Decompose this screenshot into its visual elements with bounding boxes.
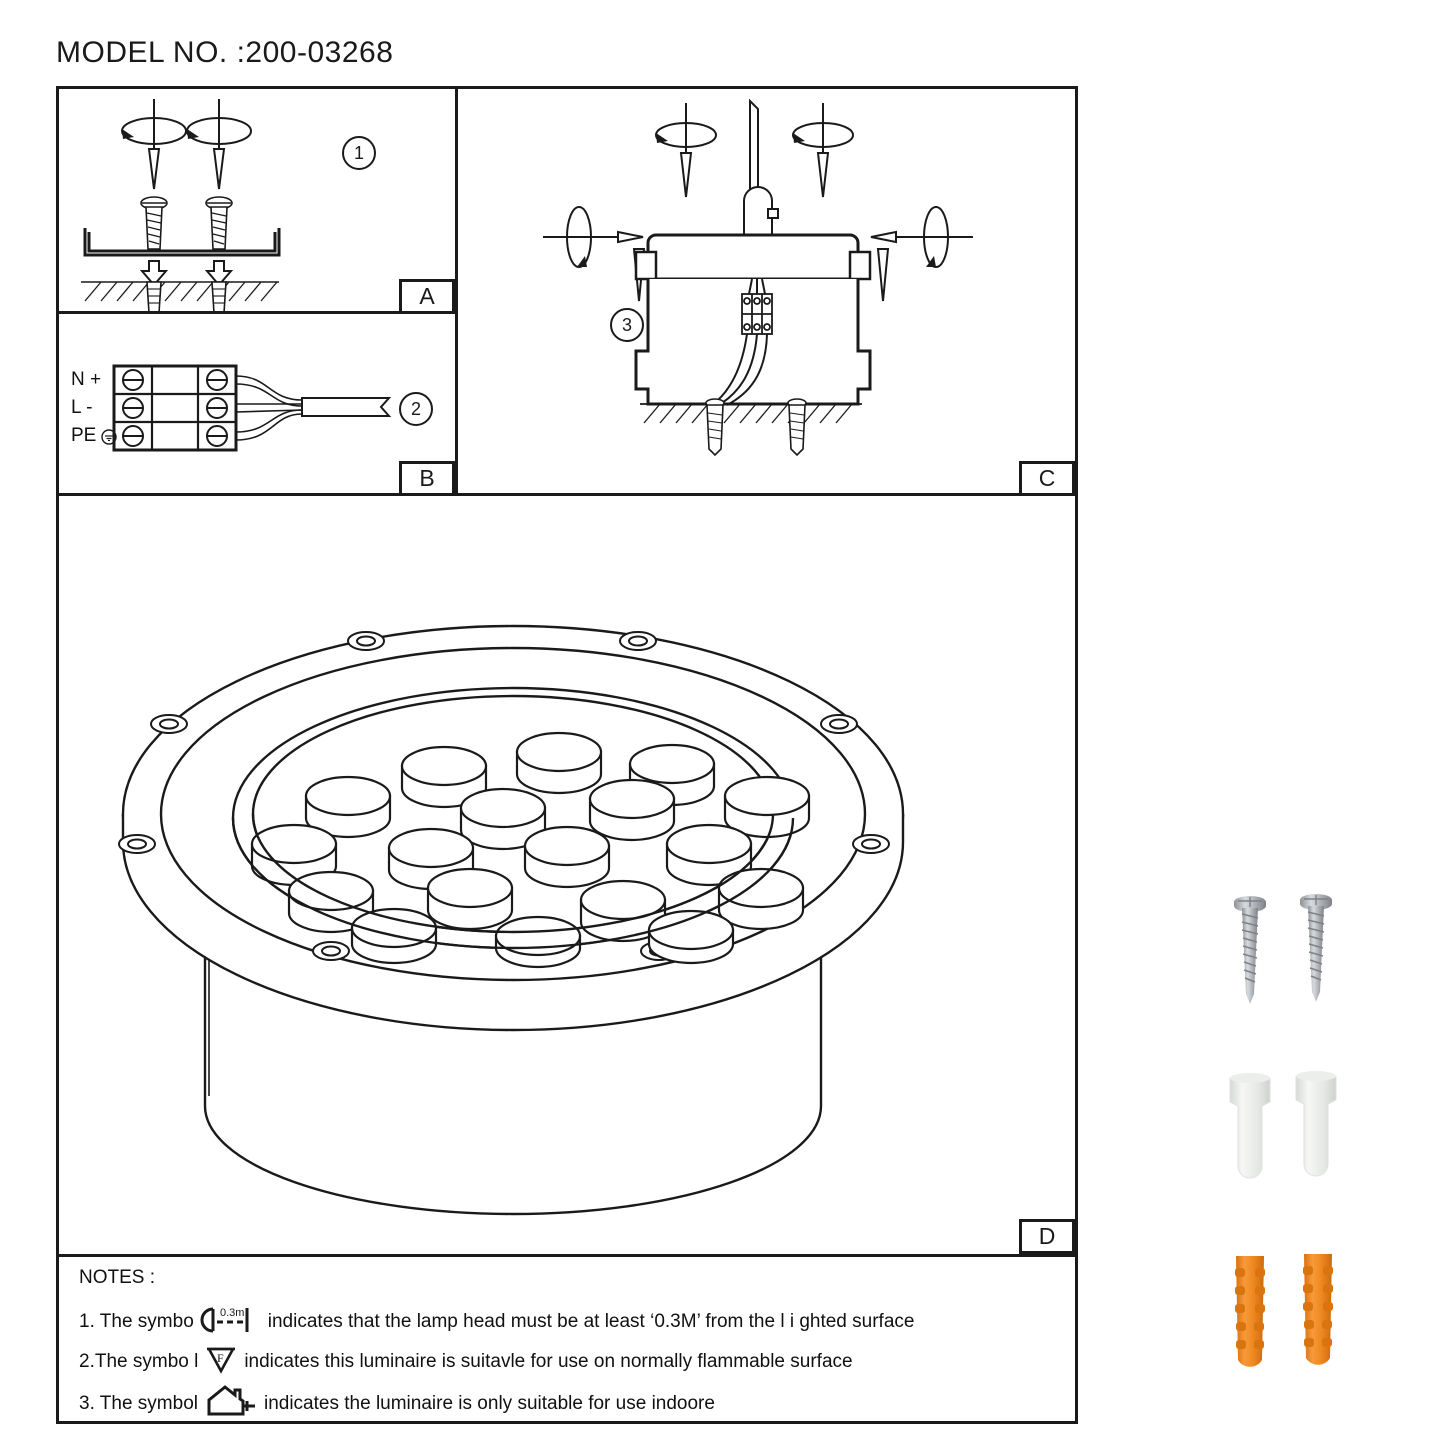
rim-screw-hole (118, 631, 890, 961)
terminal-label-pe: PE (71, 425, 97, 446)
screw-icon (205, 196, 233, 250)
divider-vertical (455, 89, 458, 493)
note-1-pre: 1. The symbo (79, 1311, 194, 1332)
min-distance-0.3m-icon: 0.3m (199, 1302, 263, 1342)
min-distance-value: 0.3m (220, 1307, 244, 1319)
divider-top-main (59, 493, 1075, 496)
earth-ground-icon (101, 429, 117, 445)
panel-a: 1 (59, 89, 455, 319)
panel-b: N + L - PE 2 (59, 314, 455, 493)
note-item-2: 2.The symbo l F indicates this luminaire… (79, 1343, 853, 1381)
plastic-sleeve-icon (1295, 1071, 1337, 1177)
screw-icon (705, 398, 807, 457)
ground-hatch (81, 281, 279, 302)
step-number-3: 3 (610, 308, 644, 342)
panel-tag-c: C (1019, 461, 1075, 496)
panel-tag-d: D (1019, 1219, 1075, 1254)
wall-plug-icon (1235, 1256, 1265, 1367)
panel-c: 3 (458, 89, 1075, 493)
panel-tag-b: B (399, 461, 455, 496)
screw-icon (1300, 894, 1332, 1002)
note-3-post: indicates the luminaire is only suitable… (263, 1393, 715, 1414)
diagram-frame: 1 (56, 86, 1078, 1424)
note-1-post: indicates that the lamp head must be at … (267, 1311, 915, 1332)
led-lens (250, 731, 811, 969)
note-item-1: 1. The symbo 0.3m indicates that the lam… (79, 1302, 914, 1342)
panel-a-drawing (81, 99, 281, 319)
step-number-2: 2 (399, 392, 433, 426)
divider-a-b (59, 311, 455, 314)
note-3-pre: 3. The symbol (79, 1393, 198, 1414)
wall-plug-icon (1303, 1254, 1333, 1365)
notes-heading: NOTES : (79, 1267, 156, 1288)
terminal-label-l: L - (71, 397, 93, 418)
panel-c-drawing (543, 98, 973, 457)
housing-channel (83, 228, 281, 257)
accessory-wall-plugs (1218, 1252, 1358, 1402)
note-2-pre: 2.The symbo l (79, 1351, 199, 1372)
step-number-1: 1 (342, 136, 376, 170)
accessory-screws (1218, 890, 1358, 1020)
accessory-sleeves (1218, 1070, 1358, 1190)
product-drawing (118, 624, 905, 1216)
plastic-sleeve-icon (1229, 1073, 1271, 1179)
svg-text:F: F (217, 1351, 224, 1365)
f-mark-triangle-icon: F (203, 1343, 239, 1381)
panel-d (59, 496, 1075, 1254)
note-item-3: 3. The symbol indicates the luminaire is… (79, 1384, 715, 1424)
panel-tag-a: A (399, 279, 455, 314)
wall-plug-icon (146, 281, 227, 319)
screw-icon (140, 196, 168, 250)
indoor-house-icon (203, 1384, 259, 1424)
panel-b-drawing (112, 364, 392, 452)
terminal-label-n: N + (71, 369, 102, 390)
notes-panel: NOTES : 1. The symbo 0.3m indicates that… (56, 1254, 1078, 1424)
screw-icon (1234, 896, 1266, 1004)
note-2-post: indicates this luminaire is suitavle for… (244, 1351, 853, 1372)
page-title: MODEL NO. :200-03268 (56, 36, 394, 69)
